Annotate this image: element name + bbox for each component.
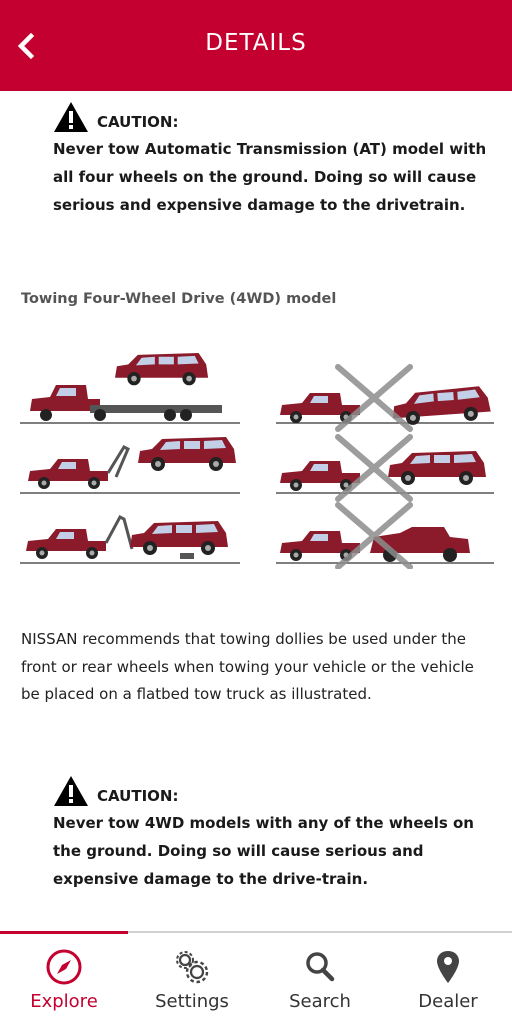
towing-recommendation-text: NISSAN recommends that towing dollies be… xyxy=(21,630,474,703)
bottom-tab-bar: Explore Settings Search Dealer xyxy=(0,931,512,1024)
tab-settings[interactable]: Settings xyxy=(128,933,256,1024)
gears-icon xyxy=(176,951,209,984)
tab-label: Explore xyxy=(30,991,98,1012)
tab-explore[interactable]: Explore xyxy=(0,933,128,1024)
caution-text: Never tow Automatic Transmission (AT) mo… xyxy=(53,140,487,214)
section-title: Towing Four-Wheel Drive (4WD) model xyxy=(21,291,337,307)
caution-text: Never tow 4WD models with any of the whe… xyxy=(53,814,474,888)
search-icon xyxy=(306,952,335,982)
caution-label: CAUTION: xyxy=(97,113,179,131)
tab-search[interactable]: Search xyxy=(256,933,384,1024)
back-button[interactable] xyxy=(8,28,44,64)
caution-block-4wd: CAUTION: Never tow 4WD models with any o… xyxy=(53,773,493,893)
location-pin-icon xyxy=(437,951,459,983)
tab-label: Search xyxy=(289,991,351,1012)
active-tab-indicator xyxy=(0,931,128,934)
warning-triangle-icon xyxy=(54,776,88,806)
chevron-left-icon xyxy=(17,33,35,59)
app-header: DETAILS xyxy=(0,0,512,91)
tab-label: Dealer xyxy=(418,991,478,1012)
warning-triangle-icon xyxy=(54,102,88,132)
tab-dealer[interactable]: Dealer xyxy=(384,933,512,1024)
caution-label: CAUTION: xyxy=(97,787,179,805)
towing-diagram xyxy=(20,353,494,569)
page-title: DETAILS xyxy=(205,30,307,56)
compass-icon xyxy=(46,949,82,985)
details-content[interactable]: CAUTION: Never tow Automatic Transmissio… xyxy=(0,91,512,931)
tab-label: Settings xyxy=(155,991,229,1012)
caution-block-at: CAUTION: Never tow Automatic Transmissio… xyxy=(53,99,493,219)
